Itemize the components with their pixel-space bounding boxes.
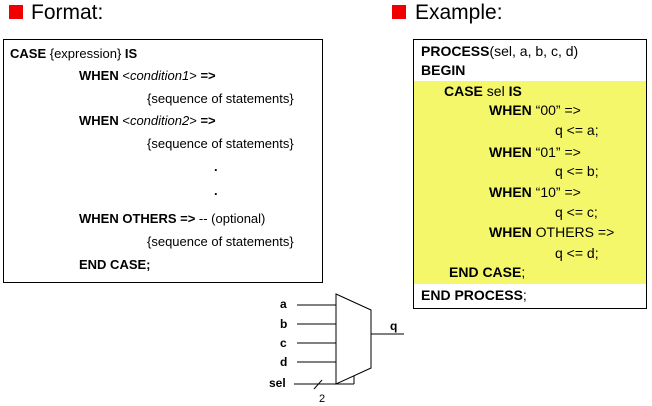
example-line-when-10: WHEN “10” => bbox=[489, 184, 581, 200]
example-line-assign-c: q <= c; bbox=[555, 204, 598, 220]
mux-input-label-d: d bbox=[280, 355, 288, 369]
case-highlight bbox=[414, 81, 646, 284]
mux-input-label-b: b bbox=[280, 317, 288, 331]
format-line-seq2: {sequence of statements} bbox=[147, 136, 294, 151]
format-heading: Format: bbox=[31, 1, 104, 24]
mux-body bbox=[335, 293, 372, 385]
example-line-case: CASE sel IS bbox=[444, 83, 522, 99]
format-box: CASE {expression} IS WHEN <condition1> =… bbox=[3, 39, 323, 283]
format-line-case: CASE {expression} IS bbox=[10, 46, 138, 61]
example-line-endprocess: END PROCESS; bbox=[421, 287, 527, 303]
example-line-when-others: WHEN OTHERS => bbox=[489, 224, 615, 240]
format-line-others: WHEN OTHERS => -- (optional) bbox=[79, 211, 266, 226]
left-bullet-icon bbox=[9, 5, 23, 19]
mux-output-label: q bbox=[390, 319, 398, 333]
format-line-seq3: {sequence of statements} bbox=[147, 234, 294, 249]
mux-input-label-c: c bbox=[280, 336, 287, 350]
mux-select-label: sel bbox=[269, 376, 286, 390]
format-line-when2: WHEN <condition2> => bbox=[79, 113, 216, 128]
format-line-seq1: {sequence of statements} bbox=[147, 91, 294, 106]
example-line-assign-b: q <= b; bbox=[555, 163, 599, 179]
format-ellipsis-dot-1: . bbox=[214, 159, 218, 174]
example-line-when-00: WHEN “00” => bbox=[489, 102, 581, 118]
example-heading: Example: bbox=[415, 1, 503, 24]
example-box: PROCESS(sel, a, b, c, d) BEGIN CASE sel … bbox=[413, 39, 647, 309]
mux-bus-slash bbox=[313, 379, 323, 390]
example-line-process: PROCESS(sel, a, b, c, d) bbox=[421, 43, 579, 59]
example-line-when-01: WHEN “01” => bbox=[489, 144, 581, 160]
format-ellipsis-dot-2: . bbox=[214, 183, 218, 198]
right-bullet-icon bbox=[392, 5, 406, 19]
format-line-endcase: END CASE; bbox=[79, 257, 151, 272]
format-line-when1: WHEN <condition1> => bbox=[79, 68, 216, 83]
example-line-endcase: END CASE; bbox=[449, 264, 526, 280]
example-line-begin: BEGIN bbox=[421, 62, 466, 78]
example-line-assign-a: q <= a; bbox=[555, 122, 599, 138]
example-line-assign-d: q <= d; bbox=[555, 245, 599, 261]
mux-input-label-a: a bbox=[280, 297, 287, 311]
mux-bus-width-label: 2 bbox=[319, 393, 326, 405]
